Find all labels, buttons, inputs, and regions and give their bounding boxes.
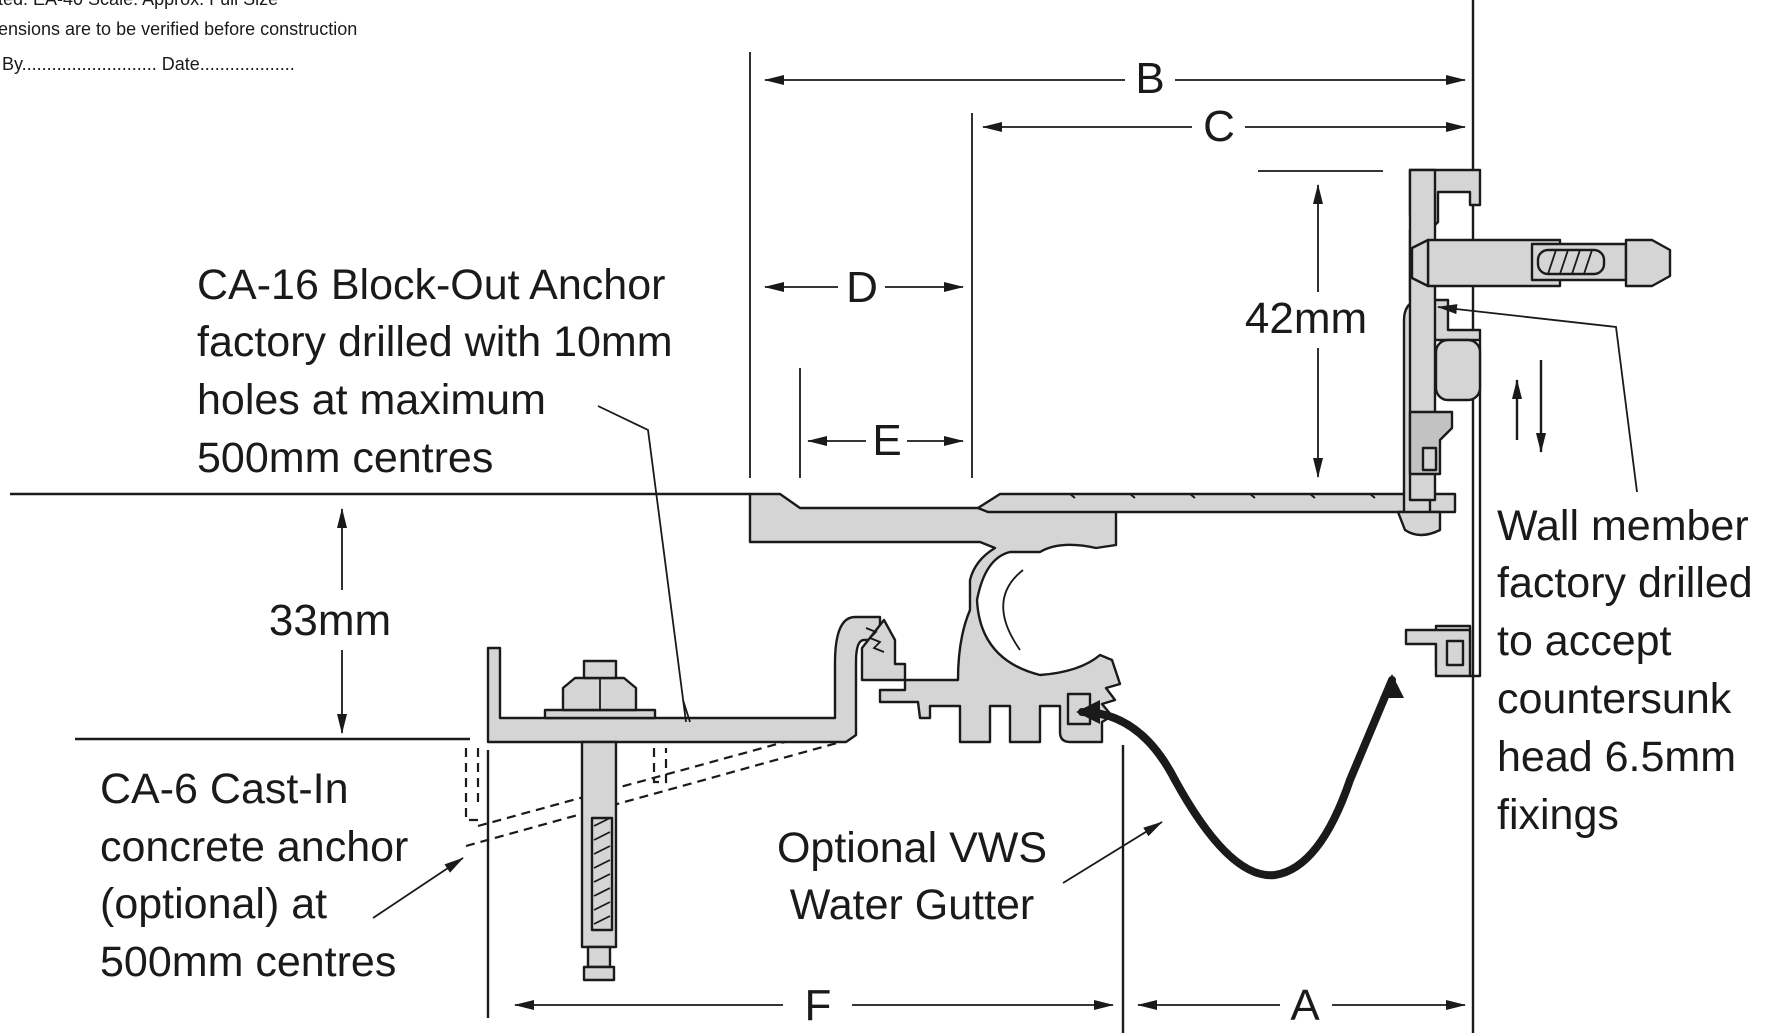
cast-in-anchor-line-2: concrete anchor — [100, 823, 408, 871]
water-gutter-leader — [1062, 821, 1163, 884]
block-out-anchor-line-3: holes at maximum — [197, 376, 546, 424]
lower-bolt-top — [582, 659, 618, 680]
lower-bolt-assembly — [543, 659, 657, 982]
main-cover-extrusion — [748, 492, 1122, 744]
top-cover-ribs — [1069, 493, 1376, 499]
dim-b-label: B — [1135, 54, 1164, 103]
cast-in-anchor-line-1: CA-6 Cast-In — [100, 765, 349, 813]
dim-d-label: D — [846, 263, 878, 312]
wall-member — [1396, 168, 1482, 678]
block-out-anchor-line-4: 500mm centres — [197, 434, 493, 482]
cover-curved-edge — [1002, 569, 1024, 651]
water-gutter — [1076, 674, 1404, 880]
cast-in-anchor-diagonal-lower — [465, 736, 856, 848]
lower-bolt-thread-lines — [593, 817, 611, 925]
dimension-labels: B C D E F A 42mm 33mm — [269, 54, 1367, 1030]
block-out-anchor-leader-tip — [682, 699, 691, 723]
wall-member-note: Wall member factory drilled to accept co… — [1497, 502, 1753, 839]
top-cover-plate — [976, 492, 1457, 514]
gutter-right-hook — [1380, 674, 1404, 698]
wall-member-hollow — [1434, 338, 1482, 402]
wall-bolt-cone — [1624, 238, 1672, 288]
dim-e-label: E — [872, 416, 901, 465]
lower-bolt-sleeve-thread — [590, 816, 614, 932]
title-block: ted: EA-40 Scale: Approx. Full Size ensi… — [0, 0, 357, 74]
lower-bolt-tip — [582, 965, 616, 982]
block-out-anchor-line-1: CA-16 Block-Out Anchor — [197, 261, 665, 309]
dim-33mm-label: 33mm — [269, 596, 391, 645]
dimension-arrows — [337, 75, 1466, 1010]
cast-in-anchor-line-4: 500mm centres — [100, 938, 396, 986]
wall-bolt-head — [1410, 238, 1430, 288]
water-gutter-line-2: Water Gutter — [790, 881, 1035, 929]
movement-indicator — [1512, 360, 1546, 453]
block-out-anchor-leader — [597, 405, 687, 723]
anchor-serrations — [865, 627, 885, 653]
dim-42mm-label: 42mm — [1245, 294, 1367, 343]
lower-bolt-neck — [586, 945, 612, 969]
water-gutter-line-1: Optional VWS — [777, 824, 1047, 872]
block-out-anchor — [486, 615, 907, 744]
dim-a-label: A — [1290, 981, 1320, 1030]
water-gutter-note: Optional VWS Water Gutter — [777, 824, 1047, 929]
gutter-left-hook — [1076, 700, 1100, 724]
dim-c-label: C — [1203, 102, 1235, 151]
block-out-anchor-line-2: factory drilled with 10mm — [197, 318, 673, 366]
wall-member-insert — [1408, 410, 1454, 476]
wall-member-line-4: countersunk — [1497, 675, 1732, 723]
wall-member-insert-slot — [1421, 446, 1438, 472]
top-cover-plate-body — [976, 492, 1457, 514]
substrate-lines — [10, 0, 1475, 1033]
wall-member-line-5: head 6.5mm — [1497, 733, 1736, 781]
wall-bolt-thread — [1536, 248, 1606, 276]
wall-member-leader — [1437, 304, 1638, 493]
leader-lines — [372, 304, 1638, 919]
cast-in-anchor-leg-left — [464, 748, 480, 822]
wall-member-line-2: factory drilled — [1497, 559, 1753, 607]
main-extrusion — [748, 492, 1122, 744]
cast-in-anchor-line-3: (optional) at — [100, 880, 327, 928]
wall-bolt-assembly — [1410, 238, 1672, 288]
wall-member-pivot — [1396, 510, 1442, 537]
dim-f-label: F — [805, 981, 832, 1030]
wall-bolt-thread-lines — [1547, 249, 1593, 275]
signature-date-line: By........................... Date......… — [2, 54, 295, 74]
block-out-anchor-plate — [486, 615, 882, 744]
cast-in-anchor-leader — [372, 857, 464, 919]
wall-member-line-6: fixings — [1497, 791, 1619, 839]
gutter-clip-slot-right — [1445, 639, 1465, 667]
water-gutter-membrane — [1078, 676, 1396, 880]
cast-in-anchor-stub — [652, 748, 668, 784]
drawing-reference-text: ted: EA-40 Scale: Approx. Full Size — [0, 0, 278, 9]
extension-lines — [749, 52, 1383, 478]
verification-note-text: ensions are to be verified before constr… — [0, 19, 357, 39]
wall-member-line-1: Wall member — [1497, 502, 1749, 550]
wall-member-line-3: to accept — [1497, 617, 1672, 665]
cast-in-anchor-note: CA-6 Cast-In concrete anchor (optional) … — [100, 765, 408, 986]
block-out-anchor-note: CA-16 Block-Out Anchor factory drilled w… — [197, 261, 673, 482]
